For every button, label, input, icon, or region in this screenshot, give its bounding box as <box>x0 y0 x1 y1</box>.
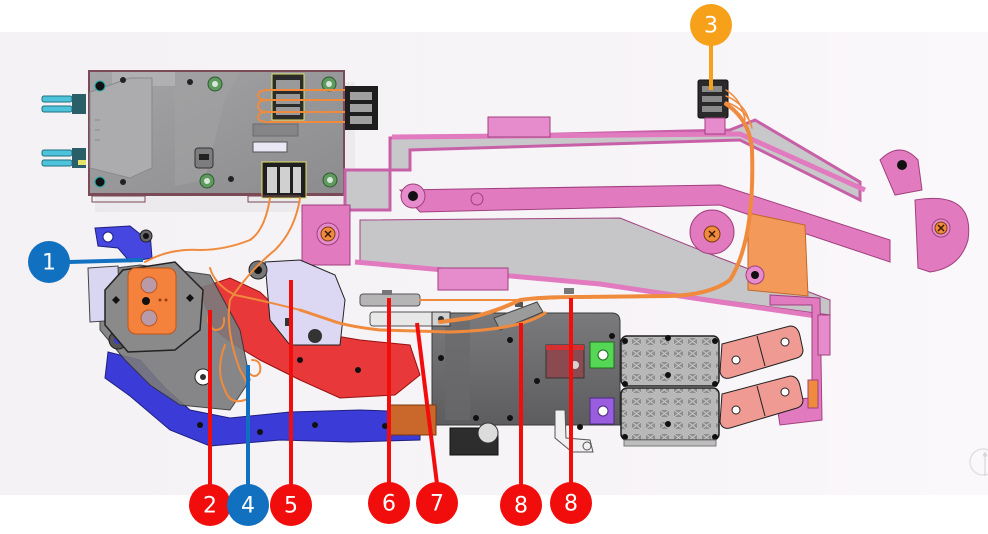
cyan-connector-icon <box>41 94 86 168</box>
callout-badge-6 <box>368 482 410 524</box>
callout-8b[interactable]: 8 <box>550 482 592 524</box>
callout-badge-4 <box>227 484 269 526</box>
callout-label-4: 4 <box>241 494 255 519</box>
leader-line-1 <box>68 258 144 264</box>
cell-blocks <box>620 335 720 447</box>
control-unit <box>41 70 378 212</box>
callout-label-1: 1 <box>42 251 56 276</box>
leader-lines <box>68 44 713 486</box>
callout-label-5: 5 <box>284 494 298 519</box>
leader-line-7 <box>415 322 439 485</box>
callout-6[interactable]: 6 <box>368 482 410 524</box>
callout-7[interactable]: 7 <box>416 482 458 524</box>
callout-8a[interactable]: 8 <box>500 484 542 526</box>
orange-harness <box>144 89 755 403</box>
wire-loop-icon <box>256 89 345 123</box>
mount-boss-icon <box>94 76 338 189</box>
callout-label-6: 6 <box>382 492 396 517</box>
callout-badge-2 <box>189 484 231 526</box>
pink-frame <box>301 116 970 426</box>
callout-badge-8a <box>500 484 542 526</box>
callout-badge-7 <box>416 482 458 524</box>
callout-4[interactable]: 4 <box>227 484 269 526</box>
callout-5[interactable]: 5 <box>270 484 312 526</box>
callout-badge-8b <box>550 482 592 524</box>
callout-1[interactable]: 1 <box>28 241 70 283</box>
round-motor-flange <box>104 261 204 353</box>
axis-triad-icon[interactable] <box>969 448 988 476</box>
bus-terminals <box>719 325 804 429</box>
callout-label-2: 2 <box>203 494 217 519</box>
callout-badge-1 <box>28 241 70 283</box>
callout-badge-3 <box>690 4 732 46</box>
callout-label-8b: 8 <box>564 492 578 517</box>
callouts: 1 2 3 4 5 6 7 8 <box>28 4 732 526</box>
callout-label-8a: 8 <box>514 494 528 519</box>
callout-badge-5 <box>270 484 312 526</box>
terminal-tabs <box>589 341 615 425</box>
callout-label-3: 3 <box>704 14 718 39</box>
callout-2[interactable]: 2 <box>189 484 231 526</box>
callout-label-7: 7 <box>430 492 444 517</box>
callout-3[interactable]: 3 <box>690 4 732 46</box>
